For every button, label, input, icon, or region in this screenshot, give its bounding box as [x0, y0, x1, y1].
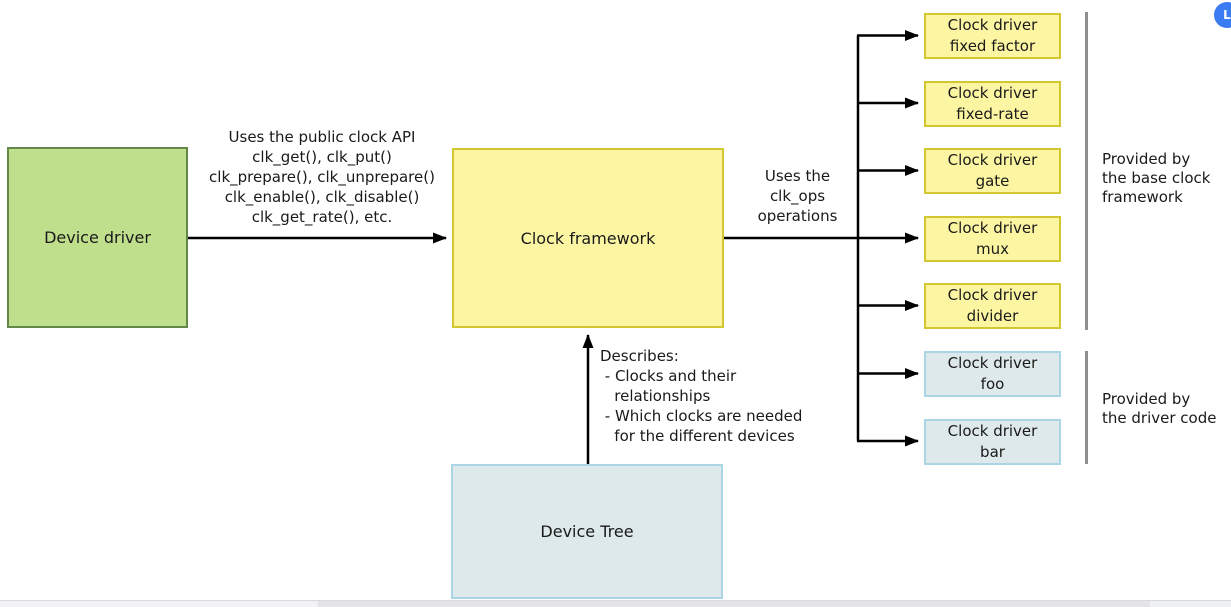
driver-box-fixed-rate: Clock driver fixed-rate [924, 81, 1061, 127]
node-device-driver-label: Device driver [44, 228, 151, 247]
bracket-base-clock-framework [1085, 12, 1088, 330]
driver-box-foo: Clock driver foo [924, 351, 1061, 397]
annotation-clk-ops: Uses the clk_ops operations [757, 167, 838, 225]
driver-box-gate: Clock driver gate [924, 148, 1061, 194]
bracket-driver-code [1085, 351, 1088, 464]
bottom-edge-strip [0, 600, 1231, 607]
annotation-provided-by-driver: Provided by the driver code [1102, 390, 1217, 427]
annotation-public-clock-api: Uses the public clock API clk_get(), clk… [209, 128, 435, 226]
overlay-badge[interactable]: L [1214, 2, 1231, 28]
bottom-edge-strip-left [0, 601, 318, 607]
node-device-tree-label: Device Tree [540, 522, 634, 541]
node-device-tree: Device Tree [451, 464, 723, 599]
driver-box-mux: Clock driver mux [924, 216, 1061, 262]
driver-box-divider: Clock driver divider [924, 283, 1061, 329]
annotation-describes: Describes: - Clocks and their relationsh… [600, 347, 803, 445]
overlay-badge-letter: L [1223, 8, 1231, 22]
driver-box-fixed-factor: Clock driver fixed factor [924, 13, 1061, 59]
bottom-edge-strip-right [1150, 601, 1231, 607]
node-device-driver: Device driver [7, 147, 188, 328]
driver-box-bar: Clock driver bar [924, 419, 1061, 465]
node-clock-framework-label: Clock framework [520, 228, 656, 248]
annotation-provided-by-base: Provided by the base clock framework [1102, 150, 1211, 206]
node-clock-framework: Clock framework [452, 148, 724, 328]
